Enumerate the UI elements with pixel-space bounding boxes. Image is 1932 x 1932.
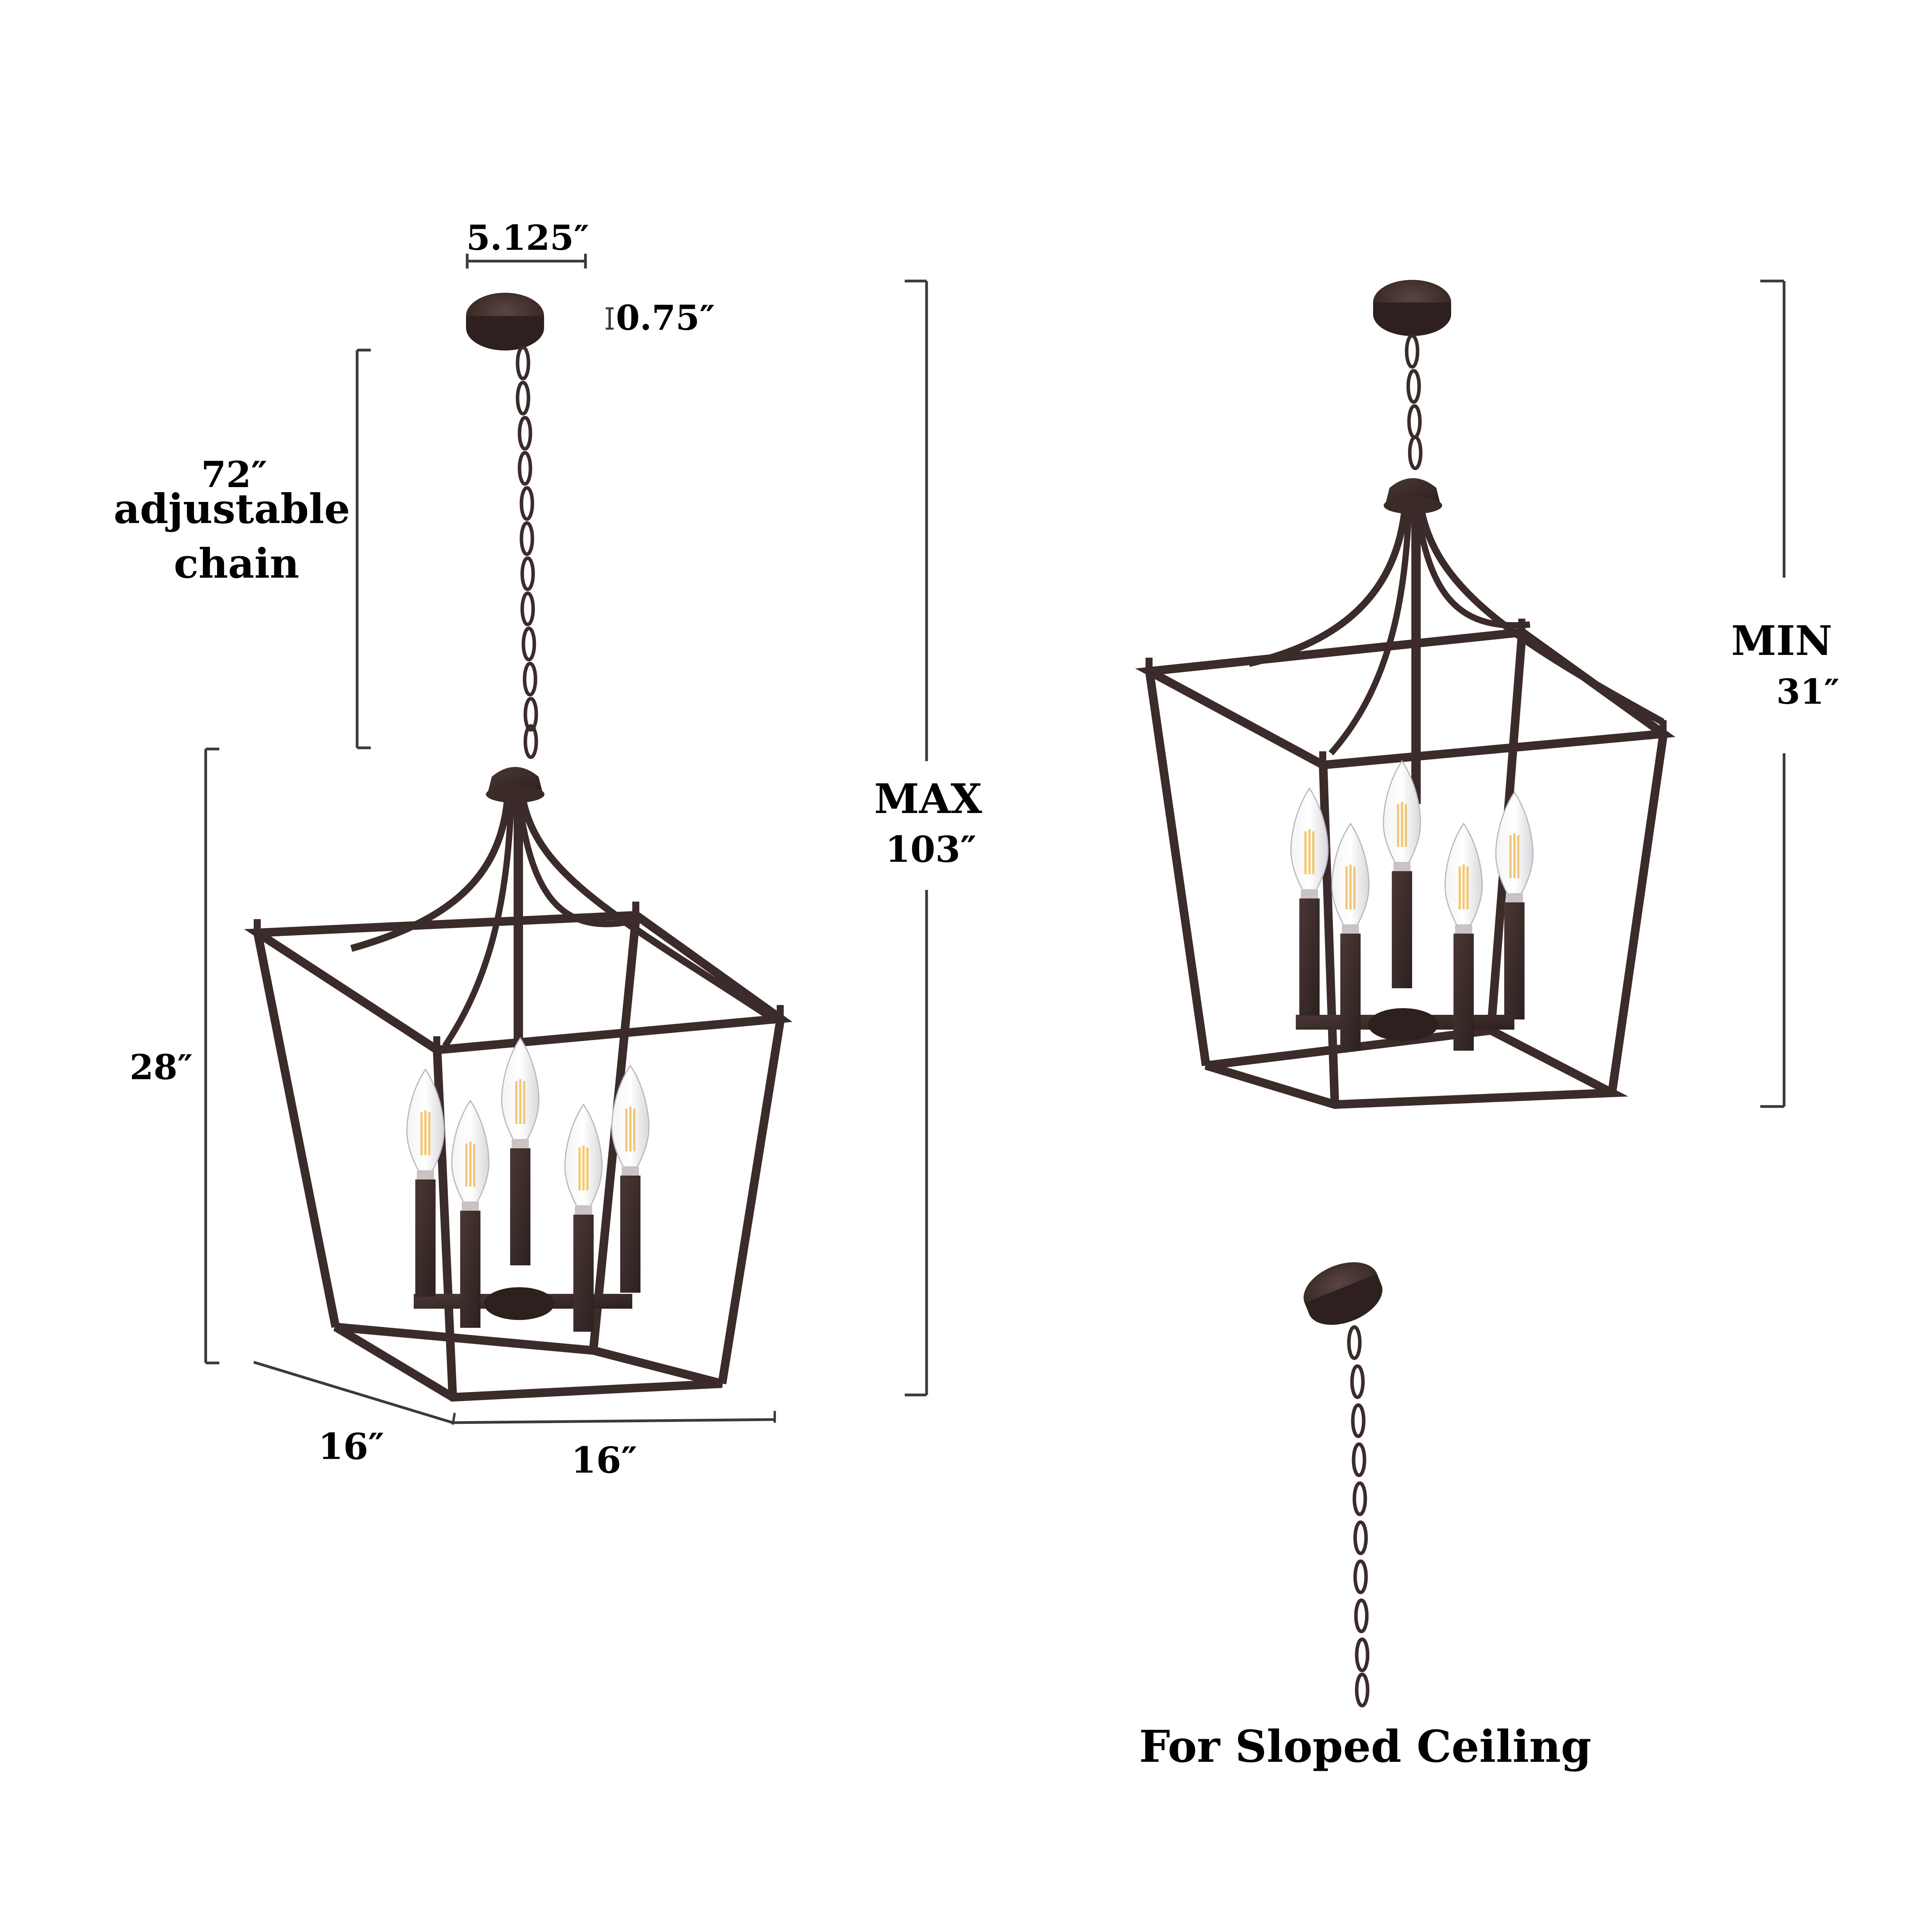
left-fixture [204,254,928,1425]
chain-length-line1: adjustable [114,485,350,533]
min-value: 31″ [1776,671,1839,712]
canopy-width-label: 5.125″ [466,217,589,258]
sloped-ceiling-caption: For Sloped Ceiling [1139,1721,1592,1772]
chain-length-line2: chain [174,539,299,587]
depth-label: 16″ [318,1425,384,1468]
fixture-height-label: 28″ [130,1047,193,1087]
max-label: MAX [874,775,982,823]
max-value: 103″ [885,828,977,870]
chain-length-value: 72″ [201,454,267,496]
min-label: MIN [1731,617,1832,665]
canopy-height-label: 0.75″ [616,297,715,338]
width-label: 16″ [571,1439,637,1481]
sloped-ceiling-canopy [1303,1262,1382,1706]
right-fixture [1135,279,1786,1109]
